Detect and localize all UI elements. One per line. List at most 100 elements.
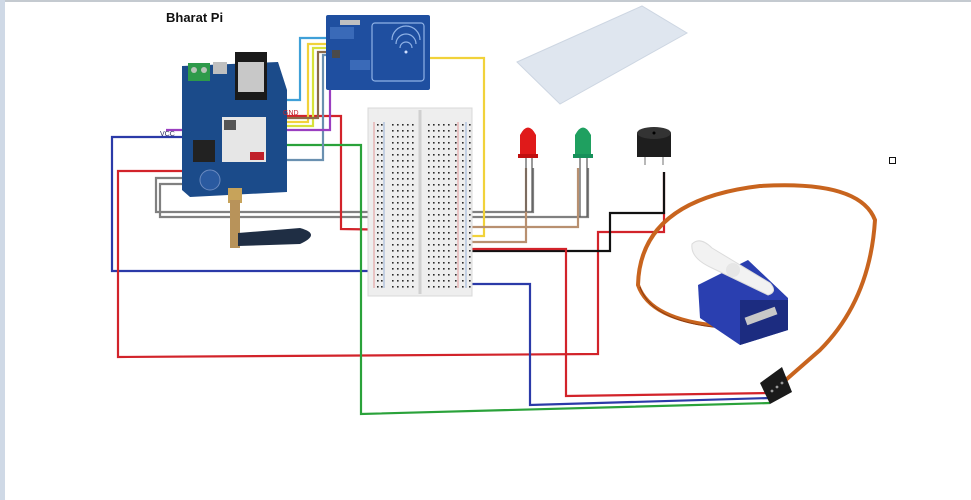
breadboard-hole	[438, 280, 440, 282]
breadboard-hole	[433, 286, 435, 288]
breadboard-hole	[438, 136, 440, 138]
breadboard-hole	[443, 148, 445, 150]
breadboard-hole	[392, 280, 394, 282]
breadboard-hole	[397, 256, 399, 258]
selection-handle[interactable]	[889, 157, 896, 164]
breadboard-hole	[377, 202, 379, 204]
breadboard-hole	[428, 250, 430, 252]
breadboard-hole	[397, 178, 399, 180]
breadboard-hole	[377, 136, 379, 138]
breadboard-hole	[397, 280, 399, 282]
breadboard-hole	[392, 250, 394, 252]
breadboard-hole	[443, 196, 445, 198]
breadboard-hole	[438, 142, 440, 144]
breadboard-hole	[438, 190, 440, 192]
breadboard-hole	[381, 172, 383, 174]
breadboard-hole	[428, 148, 430, 150]
breadboard-hole	[469, 232, 471, 234]
breadboard-hole	[469, 226, 471, 228]
breadboard-hole	[455, 154, 457, 156]
breadboard-hole	[443, 172, 445, 174]
breadboard-hole	[428, 136, 430, 138]
breadboard-hole	[392, 220, 394, 222]
breadboard-hole	[428, 184, 430, 186]
breadboard-hole	[397, 166, 399, 168]
breadboard-hole	[443, 208, 445, 210]
breadboard-hole	[469, 124, 471, 126]
breadboard-hole	[469, 208, 471, 210]
breadboard-hole	[407, 160, 409, 162]
breadboard-hole	[462, 154, 464, 156]
breadboard-hole	[377, 220, 379, 222]
wire-power-left	[116, 169, 666, 359]
breadboard-hole	[448, 160, 450, 162]
breadboard-hole	[428, 274, 430, 276]
breadboard-hole	[407, 136, 409, 138]
wire-rfid-yellow-long	[400, 56, 486, 238]
breadboard-hole	[469, 190, 471, 192]
breadboard-hole	[443, 130, 445, 132]
breadboard-hole	[381, 160, 383, 162]
breadboard-hole	[462, 286, 464, 288]
breadboard-hole	[433, 244, 435, 246]
breadboard-hole	[412, 280, 414, 282]
breadboard-hole	[448, 256, 450, 258]
breadboard-hole	[433, 148, 435, 150]
breadboard-hole	[392, 196, 394, 198]
breadboard-hole	[412, 214, 414, 216]
breadboard-hole	[377, 142, 379, 144]
breadboard-hole	[433, 172, 435, 174]
breadboard-hole	[448, 262, 450, 264]
breadboard-hole	[402, 226, 404, 228]
breadboard-hole	[438, 196, 440, 198]
breadboard-hole	[438, 220, 440, 222]
breadboard-hole	[407, 208, 409, 210]
breadboard-hole	[381, 202, 383, 204]
breadboard-hole	[438, 214, 440, 216]
breadboard-hole	[438, 124, 440, 126]
breadboard-hole	[392, 148, 394, 150]
breadboard-hole	[443, 274, 445, 276]
breadboard-hole	[438, 130, 440, 132]
breadboard-hole	[469, 220, 471, 222]
breadboard-hole	[377, 178, 379, 180]
breadboard-hole	[392, 136, 394, 138]
breadboard-hole	[397, 244, 399, 246]
breadboard-hole	[448, 232, 450, 234]
breadboard-hole	[407, 178, 409, 180]
breadboard-hole	[412, 262, 414, 264]
breadboard-hole	[392, 226, 394, 228]
breadboard-hole	[428, 280, 430, 282]
breadboard-hole	[455, 220, 457, 222]
breadboard-hole	[455, 124, 457, 126]
breadboard-hole	[428, 226, 430, 228]
breadboard-hole	[402, 262, 404, 264]
breadboard-hole	[448, 148, 450, 150]
breadboard-hole	[428, 256, 430, 258]
breadboard-hole	[462, 262, 464, 264]
breadboard-hole	[402, 214, 404, 216]
breadboard-hole	[402, 178, 404, 180]
breadboard-hole	[428, 172, 430, 174]
breadboard-hole	[381, 286, 383, 288]
breadboard-hole	[433, 250, 435, 252]
breadboard-hole	[462, 136, 464, 138]
breadboard-hole	[402, 238, 404, 240]
breadboard-hole	[392, 214, 394, 216]
breadboard-hole	[377, 124, 379, 126]
breadboard-hole	[407, 184, 409, 186]
breadboard-hole	[428, 244, 430, 246]
breadboard-hole	[381, 142, 383, 144]
breadboard-hole	[397, 184, 399, 186]
breadboard-hole	[407, 196, 409, 198]
breadboard-hole	[448, 214, 450, 216]
breadboard-hole	[438, 172, 440, 174]
breadboard-hole	[462, 178, 464, 180]
breadboard-hole	[412, 160, 414, 162]
breadboard-hole	[448, 238, 450, 240]
breadboard-hole	[455, 280, 457, 282]
breadboard-hole	[397, 214, 399, 216]
breadboard-hole	[407, 202, 409, 204]
breadboard-hole	[469, 244, 471, 246]
